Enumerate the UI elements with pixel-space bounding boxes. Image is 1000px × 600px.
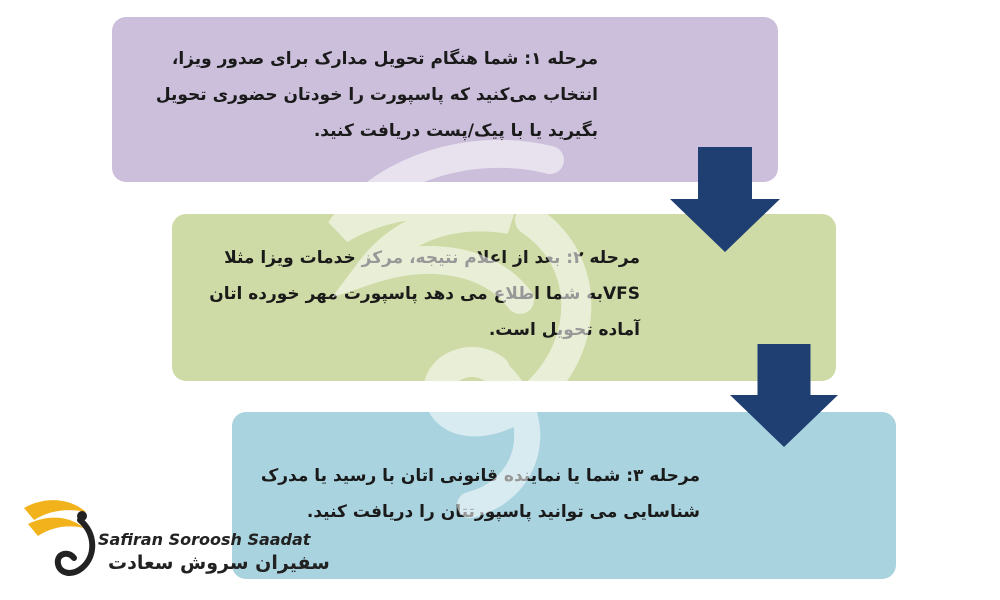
step-2-line-2: VFSبه شما اطلاع می دهد پاسپورت مهر خورده… xyxy=(209,284,640,304)
step-1-line-2: انتخاب می‌کنید که پاسپورت را خودتان حضور… xyxy=(155,85,598,105)
step-1-box: مرحله ۱: شما هنگام تحویل مدارک برای صدور… xyxy=(112,17,778,182)
step-2-line-3: آماده تحویل است. xyxy=(488,320,640,340)
swan-wing-logo-icon xyxy=(24,500,96,576)
step-3-line-2: شناسایی می توانید پاسپورتتان را دریافت ک… xyxy=(306,502,700,522)
brand-name-en: Safiran Soroosh Saadat xyxy=(98,530,311,549)
step-1-line-1: مرحله ۱: شما هنگام تحویل مدارک برای صدور… xyxy=(171,49,598,69)
brand-name-fa: سفیران سروش سعادت xyxy=(108,552,330,574)
arrow-down-icon xyxy=(730,343,838,448)
step-2-line-1: مرحله ۲: بعد از اعلام نتیجه، مرکز خدمات … xyxy=(224,248,640,268)
step-1-line-3: بگیرید یا با پیک/پست دریافت کنید. xyxy=(313,121,598,141)
company-logo: Safiran Soroosh Saadat سفیران سروش سعادت xyxy=(20,490,330,590)
step-3-line-1: مرحله ۳: شما یا نماینده قانونی اتان با ر… xyxy=(260,466,700,486)
arrow-down-icon xyxy=(670,147,780,252)
